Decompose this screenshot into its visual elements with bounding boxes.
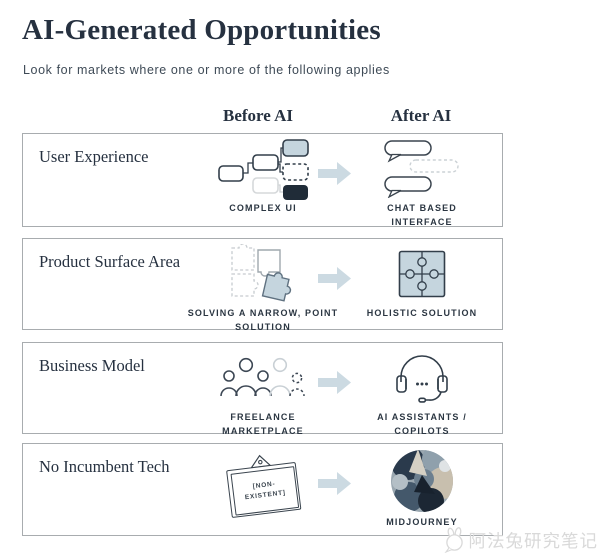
after-cell: MIDJOURNEY (361, 449, 483, 530)
row-product-surface-area: Product Surface Area SOLVING A NARROW, P… (22, 238, 503, 332)
arrow-right-icon (318, 370, 352, 401)
row-category-label: Business Model (39, 356, 145, 375)
before-label: FREELANCE MARKETPLACE (222, 412, 304, 436)
arrow-right-icon (318, 161, 352, 192)
after-label: HOLISTIC SOLUTION (366, 308, 478, 318)
before-cell: [NON-EXISTENT] (226, 454, 302, 519)
arrow-right-icon (318, 266, 352, 297)
before-cell: FREELANCE MARKETPLACE (202, 348, 324, 439)
after-label: AI ASSISTANTS / COPILOTS (377, 412, 467, 436)
row-category-label: User Experience (39, 147, 149, 166)
before-cell: SOLVING A NARROW, POINT SOLUTION (187, 244, 339, 335)
empty-frame-icon: [NON-EXISTENT] (225, 450, 302, 519)
after-label: CHAT BASED INTERFACE (387, 203, 457, 227)
page-title: AI-Generated Opportunities (22, 14, 381, 46)
after-cell: AI ASSISTANTS / COPILOTS (361, 348, 483, 439)
row-category-label: No Incumbent Tech (39, 457, 170, 476)
midjourney-artwork-icon (390, 449, 454, 513)
watermark: 阿法兔研究笔记 (443, 527, 599, 553)
complex-ui-icon (217, 139, 309, 200)
rabbit-icon (444, 527, 463, 553)
people-group-icon (219, 348, 307, 408)
row-business-model: Business Model (22, 342, 503, 436)
after-cell: HOLISTIC SOLUTION (361, 244, 483, 321)
before-cell: COMPLEX UI (202, 139, 324, 216)
headset-icon (391, 348, 453, 408)
chat-bubbles-icon (384, 139, 460, 199)
frame-text: [NON-EXISTENT] (244, 480, 287, 502)
column-header-after-ai: After AI (390, 106, 452, 125)
row-no-incumbent-tech: No Incumbent Tech [NON-EXISTENT] (22, 443, 503, 536)
complete-puzzle-icon (397, 244, 447, 304)
before-label: COMPLEX UI (229, 203, 297, 213)
row-category-label: Product Surface Area (39, 252, 181, 271)
scattered-puzzle-icon (228, 244, 298, 304)
page-subtitle: Look for markets where one or more of th… (23, 63, 390, 77)
after-label: MIDJOURNEY (386, 517, 458, 527)
row-user-experience: User Experience CO (22, 133, 503, 227)
before-label: SOLVING A NARROW, POINT SOLUTION (187, 308, 339, 332)
after-cell: CHAT BASED INTERFACE (361, 139, 483, 230)
arrow-right-icon (318, 471, 352, 502)
column-header-before-ai: Before AI (222, 106, 294, 125)
watermark-text: 阿法兔研究笔记 (468, 530, 598, 551)
